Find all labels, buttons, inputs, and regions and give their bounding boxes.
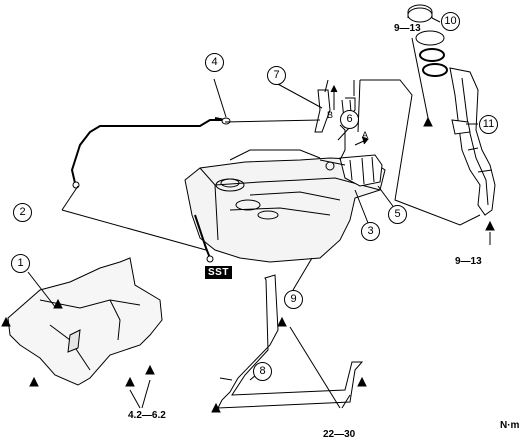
tank-strap <box>217 274 364 409</box>
callout-8: 8 <box>253 362 272 381</box>
callout-5: 5 <box>388 205 407 224</box>
bolts <box>1 116 495 413</box>
breather-tube <box>70 117 231 263</box>
flow-label-b: B <box>327 110 334 120</box>
filler-pipe <box>449 67 496 216</box>
sst-tool-tag: SST <box>205 266 232 279</box>
flow-arrows <box>330 84 369 146</box>
fuel-pump-unit <box>319 154 383 187</box>
evap-hose-7 <box>314 79 331 133</box>
leader-lines <box>27 17 491 409</box>
torque-label-filler-bottom: 9—13 <box>455 256 482 267</box>
callout-11: 11 <box>479 115 498 134</box>
flow-label-a: A <box>362 130 369 140</box>
tank-guard <box>7 257 163 386</box>
callout-1: 1 <box>11 254 30 273</box>
torque-unit-label: N·m <box>500 420 520 431</box>
callout-4: 4 <box>205 53 224 72</box>
callout-10: 10 <box>441 12 460 31</box>
torque-label-strap: 22—30 <box>323 429 356 440</box>
callout-2: 2 <box>13 203 32 222</box>
torque-label-guard: 4.2—6.2 <box>128 410 166 421</box>
filler-cap <box>407 4 448 77</box>
callout-9: 9 <box>284 290 303 309</box>
callout-6: 6 <box>340 110 359 129</box>
callout-7: 7 <box>267 66 286 85</box>
fuel-tank <box>184 149 386 263</box>
torque-label-filler-top: 9—13 <box>394 23 421 34</box>
callout-3: 3 <box>361 222 380 241</box>
